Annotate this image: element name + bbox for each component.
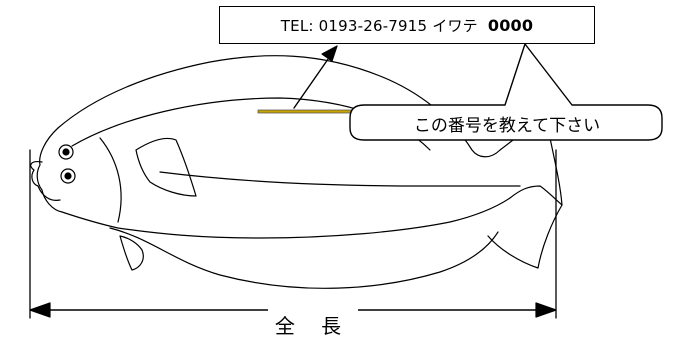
tag-number: 0000 <box>487 15 534 35</box>
eye-upper-icon <box>58 144 74 160</box>
eye-lower-icon <box>60 168 76 184</box>
mouth-lower <box>37 185 61 201</box>
dorsal-fin <box>57 55 547 158</box>
tag-arrow-head <box>321 45 338 62</box>
total-length-label: 全 長 <box>268 308 358 340</box>
tag-label-box: TEL: 0193-26-7915 イワテ 0000 <box>219 6 595 44</box>
length-arrow-left-head <box>29 302 51 318</box>
callout-bubble <box>349 43 663 141</box>
pectoral-fin <box>135 137 197 197</box>
tag-arrow-line <box>293 51 334 109</box>
tag-phone-text: TEL: 0193-26-7915 イワテ <box>280 16 478 35</box>
body-outline <box>36 127 563 239</box>
tail-fin <box>487 117 563 269</box>
gill-cover <box>99 137 122 223</box>
tag-marker <box>257 109 353 114</box>
anal-fin <box>109 227 499 289</box>
callout-text: この番号を教えて下さい <box>413 115 601 136</box>
pelvic-fin <box>119 235 144 271</box>
length-arrow-right-head <box>535 302 557 318</box>
body-midline <box>159 171 521 187</box>
mouth-upper <box>30 161 43 187</box>
